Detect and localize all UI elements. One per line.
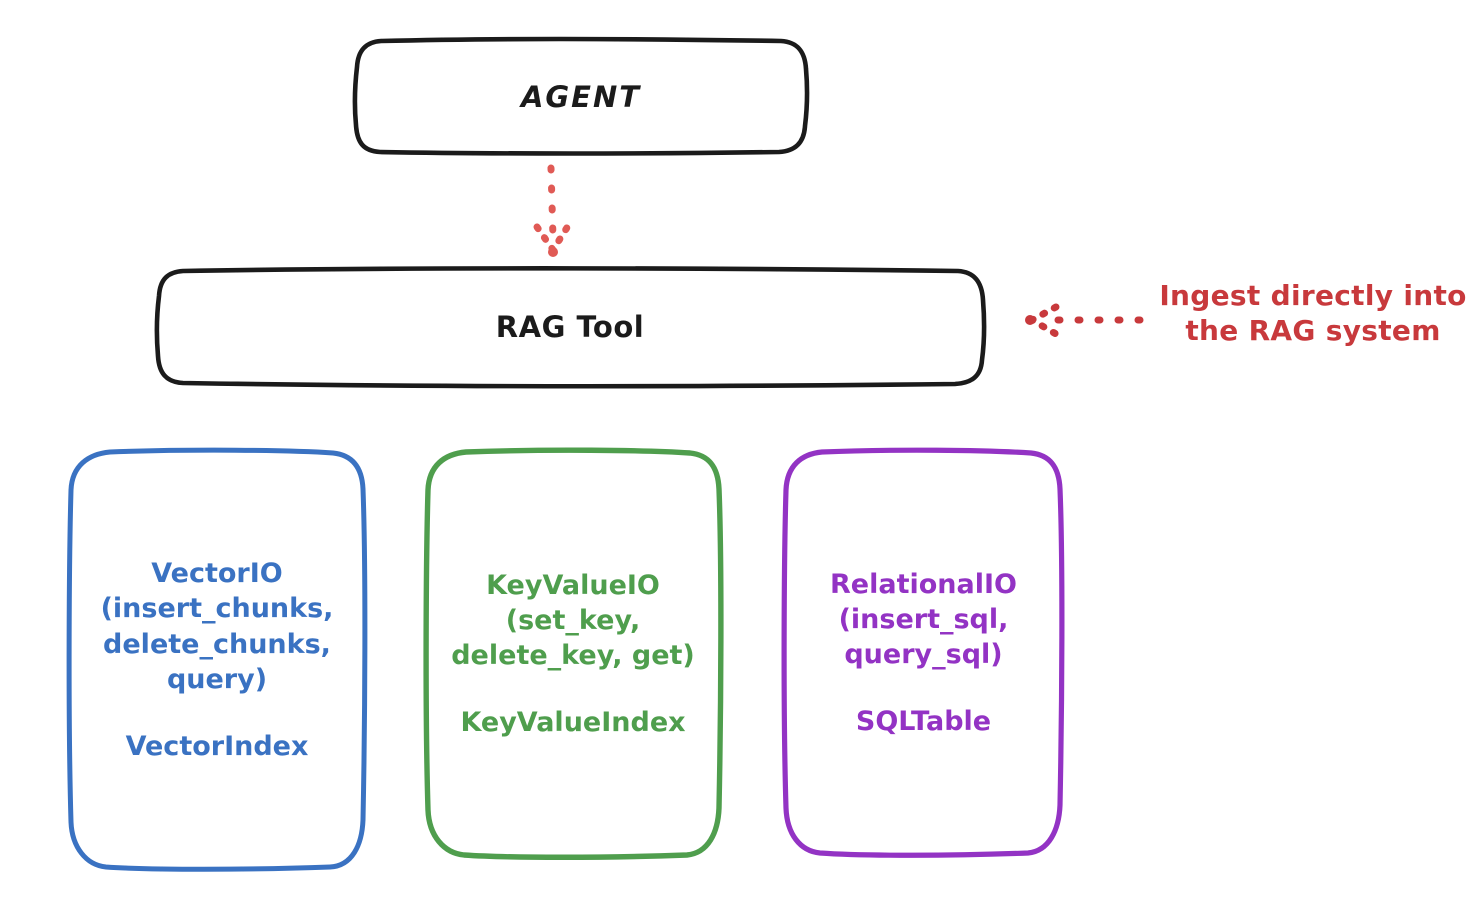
relational-io-node[interactable]: RelationalIO (insert_sql, query_sql) SQL…	[786, 450, 1061, 854]
relational-io-box-outline	[781, 447, 1065, 858]
vector-io-index-label: VectorIndex	[125, 730, 309, 762]
key-value-io-api-label: KeyValueIO (set_key, delete_key, get)	[451, 569, 695, 672]
key-value-io-index-label: KeyValueIndex	[460, 707, 686, 739]
vector-io-api-label: VectorIO (insert_chunks, delete_chunks, …	[100, 558, 334, 695]
rag-tool-box-outline	[154, 266, 987, 389]
agent-to-ragtool-arrow	[533, 164, 572, 257]
agent-node[interactable]: AGENT	[356, 40, 806, 153]
key-value-io-node[interactable]: KeyValueIO (set_key, delete_key, get) Ke…	[427, 450, 719, 856]
rag-tool-node-label: RAG Tool	[495, 310, 645, 344]
vector-io-node[interactable]: VectorIO (insert_chunks, delete_chunks, …	[70, 450, 364, 868]
ingest-annotation-text: Ingest directly into the RAG system	[1159, 279, 1467, 347]
relational-io-api-label: RelationalIO (insert_sql, query_sql)	[830, 568, 1017, 671]
key-value-io-box-outline	[423, 447, 724, 860]
rag-tool-node[interactable]: RAG Tool	[157, 270, 983, 384]
vector-io-box-outline	[66, 447, 368, 872]
agent-box-outline	[352, 36, 810, 156]
relational-io-index-label: SQLTable	[855, 706, 992, 738]
ingest-to-ragtool-arrow	[1025, 303, 1144, 338]
agent-node-label: AGENT	[520, 79, 642, 114]
